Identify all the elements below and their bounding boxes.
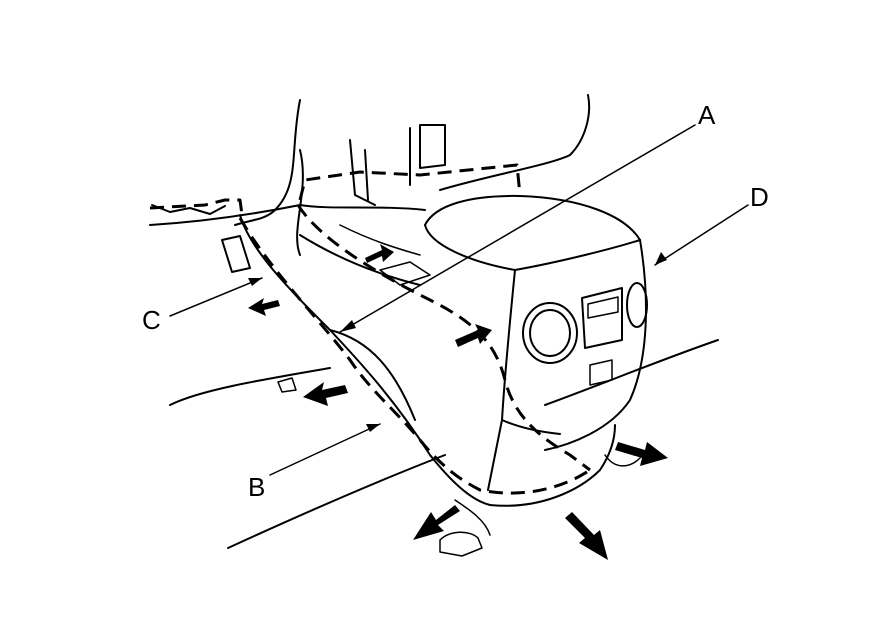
leader-c — [169, 277, 263, 317]
arrow-bottom-right — [565, 512, 608, 560]
arrow-bottom-left — [413, 505, 460, 540]
dashed-part-outline — [149, 163, 591, 495]
leader-lines — [169, 124, 749, 476]
arrow-upper-inner — [365, 244, 394, 263]
arrow-left-middle — [303, 382, 348, 406]
arrow-middle — [455, 324, 492, 347]
removal-arrows — [248, 244, 668, 560]
arrow-left-c — [248, 298, 280, 316]
arrow-right — [615, 442, 668, 466]
callout-c: C — [142, 305, 161, 335]
callout-d: D — [750, 182, 769, 212]
leader-b — [269, 423, 381, 476]
leader-d — [654, 204, 749, 266]
callout-b: B — [248, 472, 265, 502]
leader-a — [339, 124, 696, 333]
center-console — [239, 194, 648, 507]
background-outlines — [149, 94, 719, 557]
callout-a: A — [698, 100, 716, 130]
